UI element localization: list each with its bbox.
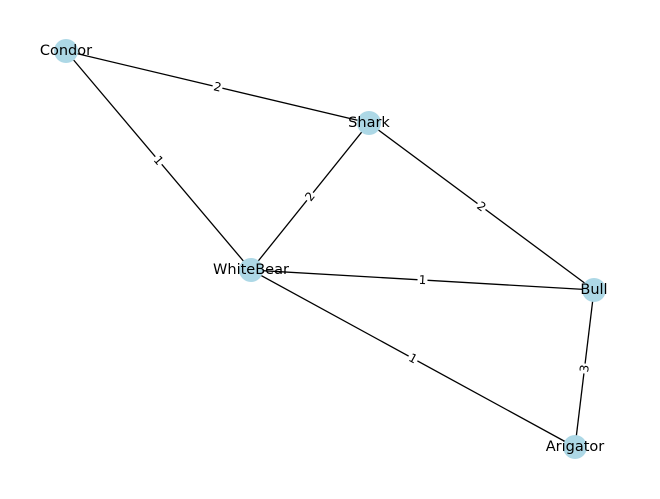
- edge-weight-label: 1: [149, 151, 168, 170]
- edge-weight-label: 2: [472, 197, 491, 216]
- node-bull[interactable]: [582, 278, 606, 302]
- node-label-condor: Condor: [40, 43, 92, 59]
- nodes-layer: [54, 39, 606, 459]
- node-condor[interactable]: [54, 39, 78, 63]
- edge-weight-label: 3: [575, 362, 594, 375]
- node-label-shark: Shark: [348, 115, 390, 131]
- edge-weight-label: 1: [404, 349, 422, 368]
- edge-weight-text: 3: [577, 364, 592, 373]
- node-arigator[interactable]: [563, 435, 587, 459]
- edge-weight-text: 2: [212, 79, 223, 94]
- edge-weight-label: 2: [210, 78, 225, 96]
- node-label-arigator: Arigator: [546, 439, 605, 455]
- edges-layer: [65, 50, 595, 448]
- edge-weight-label: 2: [300, 187, 320, 206]
- node-label-whitebear: WhiteBear: [213, 262, 289, 278]
- node-shark[interactable]: [357, 111, 381, 135]
- edge-weight-text: 1: [418, 273, 426, 287]
- node-whitebear[interactable]: [239, 258, 263, 282]
- node-label-bull: Bull: [580, 282, 607, 298]
- edge-weight-label: 1: [417, 271, 428, 289]
